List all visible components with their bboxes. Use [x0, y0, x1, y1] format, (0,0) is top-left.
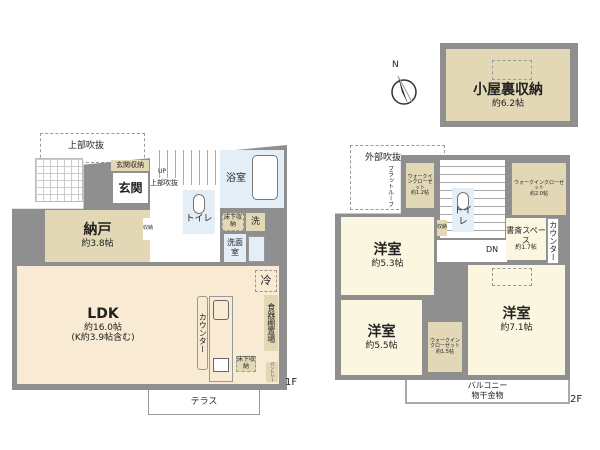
stairs-void-label: 上部吹抜	[150, 178, 178, 188]
entrance-storage: 玄関収納	[111, 160, 149, 171]
compass: N	[388, 60, 424, 106]
room2-area: 約5.5帖	[365, 340, 398, 351]
storeroom: 納戸 約3.8帖	[45, 210, 150, 262]
ldk-name: LDK	[87, 305, 119, 322]
entrance: 玄関	[113, 173, 148, 203]
western-room-3: 洋室約7.1帖	[468, 265, 565, 375]
ldk: LDK 約16.0帖 (K約3.9帖含む)	[17, 266, 279, 384]
wic-small: ウォークインクローゼット約1.2帖	[406, 163, 434, 208]
entrance-label: 玄関	[118, 180, 143, 195]
study-counter: カウンター	[547, 218, 559, 264]
drying-label: 物干金物	[471, 391, 504, 400]
closet-2f: 収納	[437, 220, 447, 236]
void-outer-2f-label: 外部吹抜	[365, 150, 402, 163]
washer-space: 洗	[246, 213, 265, 231]
kitchen-counter: カウンター	[197, 296, 208, 370]
porch-tiles	[35, 158, 83, 202]
toilet-icon	[457, 192, 469, 210]
loft-area: 約6.2帖	[491, 99, 525, 109]
cupboard-space: 食器棚置場	[264, 295, 278, 351]
loft-storage: 小屋裏収納 約6.2帖	[446, 49, 570, 121]
wic-large-area: 約2.0帖	[530, 190, 548, 197]
floor2-label: 2F	[570, 394, 583, 405]
floor1-label: 1F	[285, 377, 298, 388]
wic-room2-name: ウォークインクローゼット	[429, 337, 460, 350]
storeroom-name: 納戸	[83, 222, 112, 239]
toilet-2f-label: トイレ	[453, 206, 472, 227]
wic-large-name: ウォークインクローゼット	[513, 179, 564, 192]
bathroom-label: 浴室	[226, 173, 246, 184]
cupboard-label: 食器棚置場	[266, 303, 276, 343]
void-upper-1f-label: 上部吹抜	[68, 141, 105, 151]
wic-room2-area: 約1.5帖	[436, 348, 454, 355]
bathtub-icon	[252, 155, 278, 200]
closet-2f-label: 収納	[437, 224, 448, 231]
stove-icon	[213, 358, 229, 372]
loft-name: 小屋裏収納	[473, 82, 543, 99]
wic-small-area: 約1.2帖	[411, 190, 429, 196]
terrace-label: テラス	[190, 396, 218, 407]
wic-small-name: ウォークインクローゼット	[407, 173, 433, 191]
stairs-up-label: UP	[158, 168, 167, 175]
pantry-label: パントリー	[270, 362, 276, 382]
study-name: 書斎スペース	[506, 226, 546, 245]
kitchen-sink-icon	[213, 300, 229, 320]
underfloor-storage-1f: 床下収納	[222, 213, 244, 231]
terrace: テラス	[148, 390, 260, 415]
underfloor-storage-kitchen: 床下収納	[236, 356, 256, 372]
ldk-area: 約16.0帖	[83, 322, 123, 333]
room1-name: 洋室	[373, 242, 402, 259]
western-room-2: 洋室約5.5帖	[341, 300, 422, 375]
storeroom-closet-label: 収納	[143, 225, 154, 232]
balcony-label: バルコニー	[467, 381, 508, 391]
compass-north-label: N	[392, 60, 399, 70]
stairs-down-label: DN	[486, 245, 499, 254]
study-area: 約1.7帖	[515, 244, 537, 252]
pantry: パントリー	[266, 362, 278, 382]
toilet-icon	[193, 194, 205, 214]
flat-roof: フラットルーフ	[380, 163, 400, 208]
storeroom-area: 約3.8帖	[81, 239, 114, 249]
washroom: 洗面室	[224, 234, 246, 262]
underfloor-storage-1f-label: 床下収納	[223, 214, 242, 228]
room2-name: 洋室	[367, 323, 396, 340]
underfloor-storage-kitchen-label: 床下収納	[237, 356, 256, 370]
wic-large: ウォークインクローゼット約2.0帖	[512, 163, 566, 215]
toilet-1f-label: トイレ	[185, 213, 213, 224]
loft-hatch	[492, 60, 532, 80]
void-upper-1f	[40, 133, 145, 163]
sink-icon	[248, 236, 265, 262]
washer-label: 洗	[250, 216, 260, 227]
fridge-label: 冷	[260, 274, 272, 288]
balcony: バルコニー物干金物	[405, 380, 570, 404]
room3-area: 約7.1帖	[500, 323, 533, 333]
western-room-1: 洋室約5.3帖	[341, 217, 434, 295]
room3-name: 洋室	[502, 306, 531, 323]
study-space: 書斎スペース約1.7帖	[506, 218, 546, 260]
kitchen-counter-label: カウンター	[198, 313, 208, 353]
fridge-space: 冷	[255, 270, 277, 292]
compass-icon	[391, 75, 417, 105]
ldk-note: (K約3.9帖含む)	[71, 333, 135, 344]
wic-room2: ウォークインクローゼット約1.5帖	[428, 322, 462, 372]
entrance-storage-label: 玄関収納	[116, 160, 144, 169]
storeroom-closet: 収納	[143, 218, 153, 240]
study-counter-label: カウンター	[548, 221, 558, 261]
washroom-label: 洗面室	[227, 238, 243, 257]
flat-roof-label: フラットルーフ	[386, 164, 394, 207]
attic-hatch-2f	[492, 268, 532, 286]
room1-area: 約5.3帖	[371, 259, 404, 269]
